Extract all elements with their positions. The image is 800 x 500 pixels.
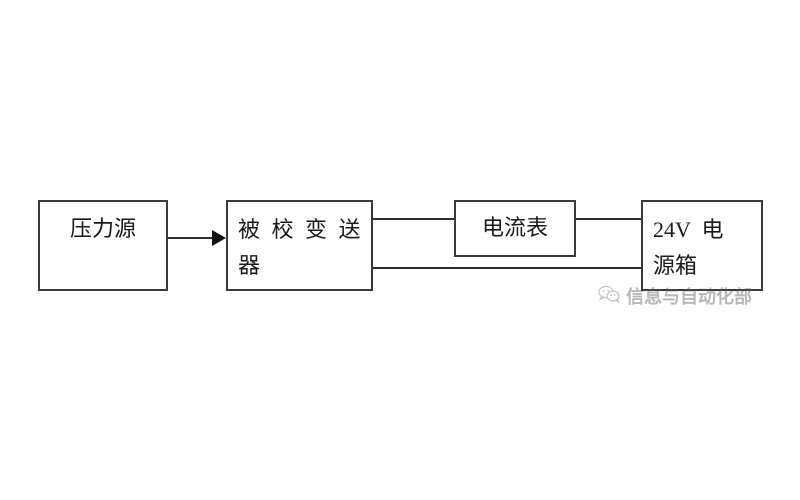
wechat-logo-icon <box>598 285 620 308</box>
connector-ammeter-to-power-supply <box>575 218 642 220</box>
node-ammeter-label: 电流表 <box>481 215 548 240</box>
connector-transmitter-to-ammeter <box>372 218 455 220</box>
connector-transmitter-to-power-supply <box>372 267 642 269</box>
connector-source-to-transmitter <box>168 237 216 239</box>
node-transmitter-label: 被 校 变 送 器 <box>238 217 364 278</box>
node-24v-power-supply[interactable]: 24V 电 源箱 <box>641 200 763 291</box>
node-pressure-source[interactable]: 压力源 <box>38 200 168 291</box>
node-pressure-source-label: 压力源 <box>69 216 136 241</box>
node-transmitter-under-calibration[interactable]: 被 校 变 送 器 <box>226 200 373 291</box>
arrowhead-icon <box>212 230 226 246</box>
node-power-supply-label: 24V 电 源箱 <box>653 217 724 278</box>
node-ammeter[interactable]: 电流表 <box>454 200 576 257</box>
